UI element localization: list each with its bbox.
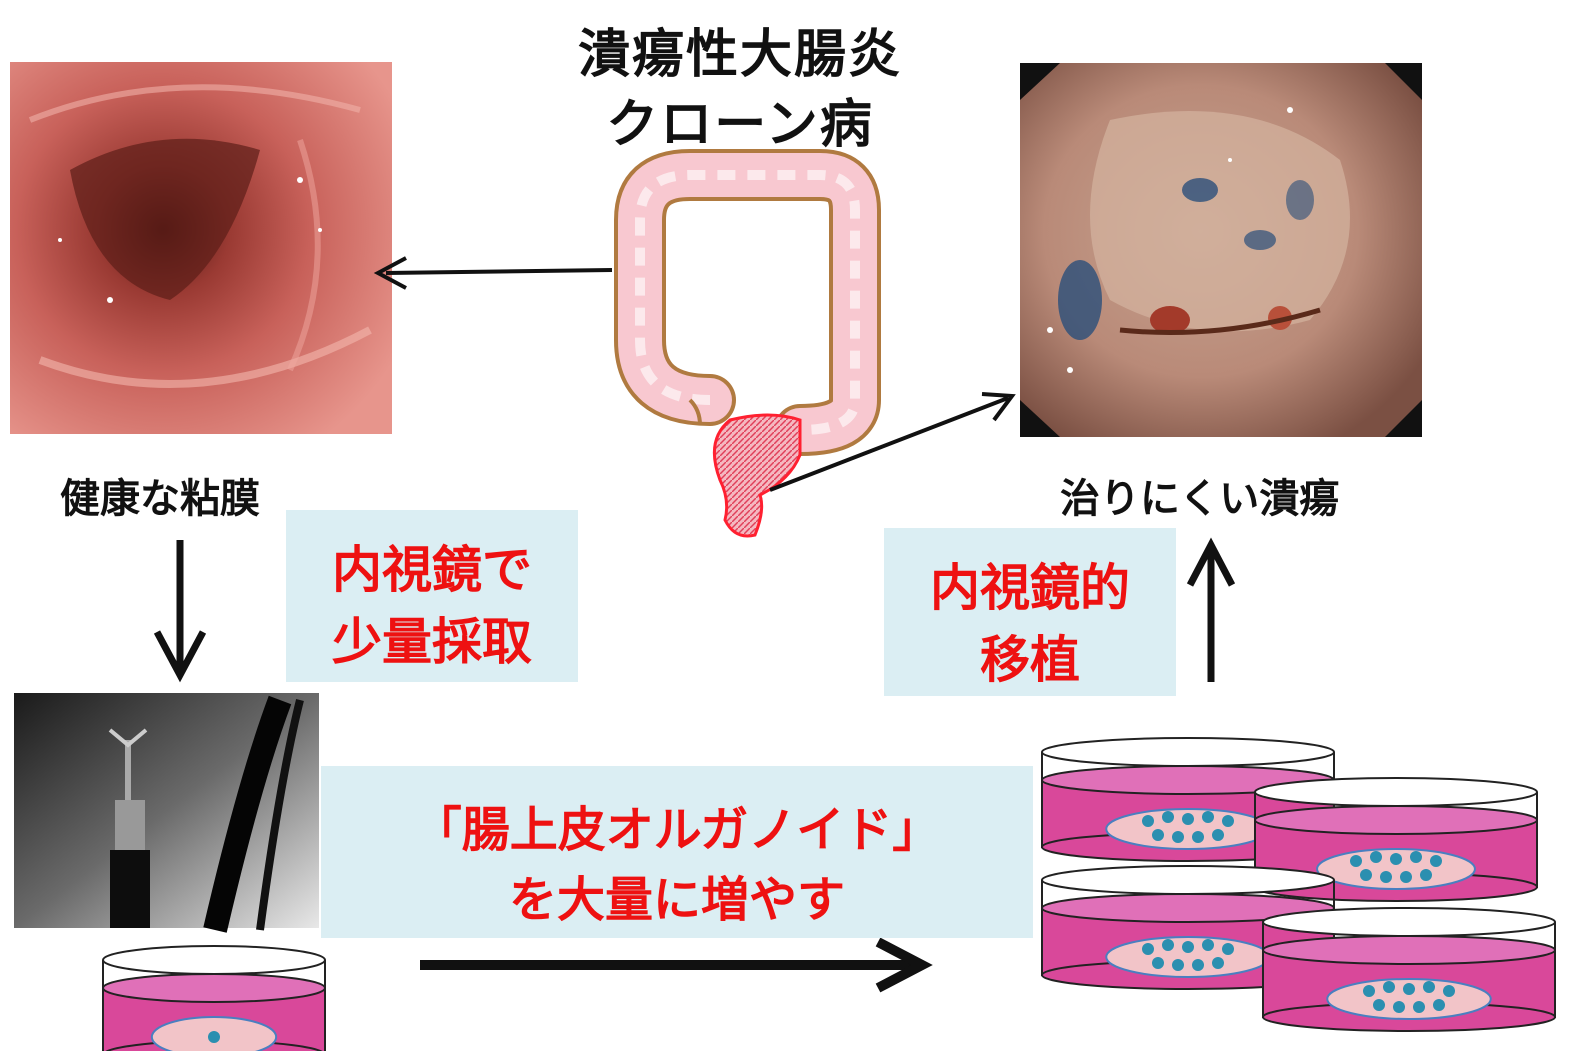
sampling-box: 内視鏡で 少量採取 — [286, 510, 578, 682]
arrow-to-healthy — [378, 258, 612, 288]
ulcer-photo — [1020, 63, 1422, 437]
arrow-right — [420, 942, 922, 988]
sampling-line-1: 内視鏡で — [286, 530, 578, 602]
ulcer-caption: 治りにくい潰瘍 — [1060, 466, 1339, 524]
petri-dish-small — [103, 946, 325, 1051]
transplant-line-2: 移植 — [884, 620, 1176, 692]
title-line-1: 潰瘍性大腸炎 — [520, 12, 960, 87]
expand-box: 「腸上皮オルガノイド」 を大量に増やす — [321, 766, 1033, 938]
expand-line-2: を大量に増やす — [321, 860, 1033, 930]
title-line-2: クローン病 — [520, 82, 960, 157]
healthy-mucosa-photo — [10, 62, 392, 434]
endoscope-forceps-photo — [14, 693, 319, 930]
transplant-box: 内視鏡的 移植 — [884, 528, 1176, 696]
transplant-line-1: 内視鏡的 — [884, 548, 1176, 620]
arrow-up — [1190, 545, 1232, 682]
healthy-caption: 健康な粘膜 — [60, 466, 260, 524]
colon-illustration — [640, 175, 855, 536]
petri-dish-4 — [1263, 908, 1555, 1031]
expand-line-1: 「腸上皮オルガノイド」 — [321, 790, 1033, 860]
sampling-line-2: 少量採取 — [286, 602, 578, 674]
arrow-down — [157, 540, 203, 675]
